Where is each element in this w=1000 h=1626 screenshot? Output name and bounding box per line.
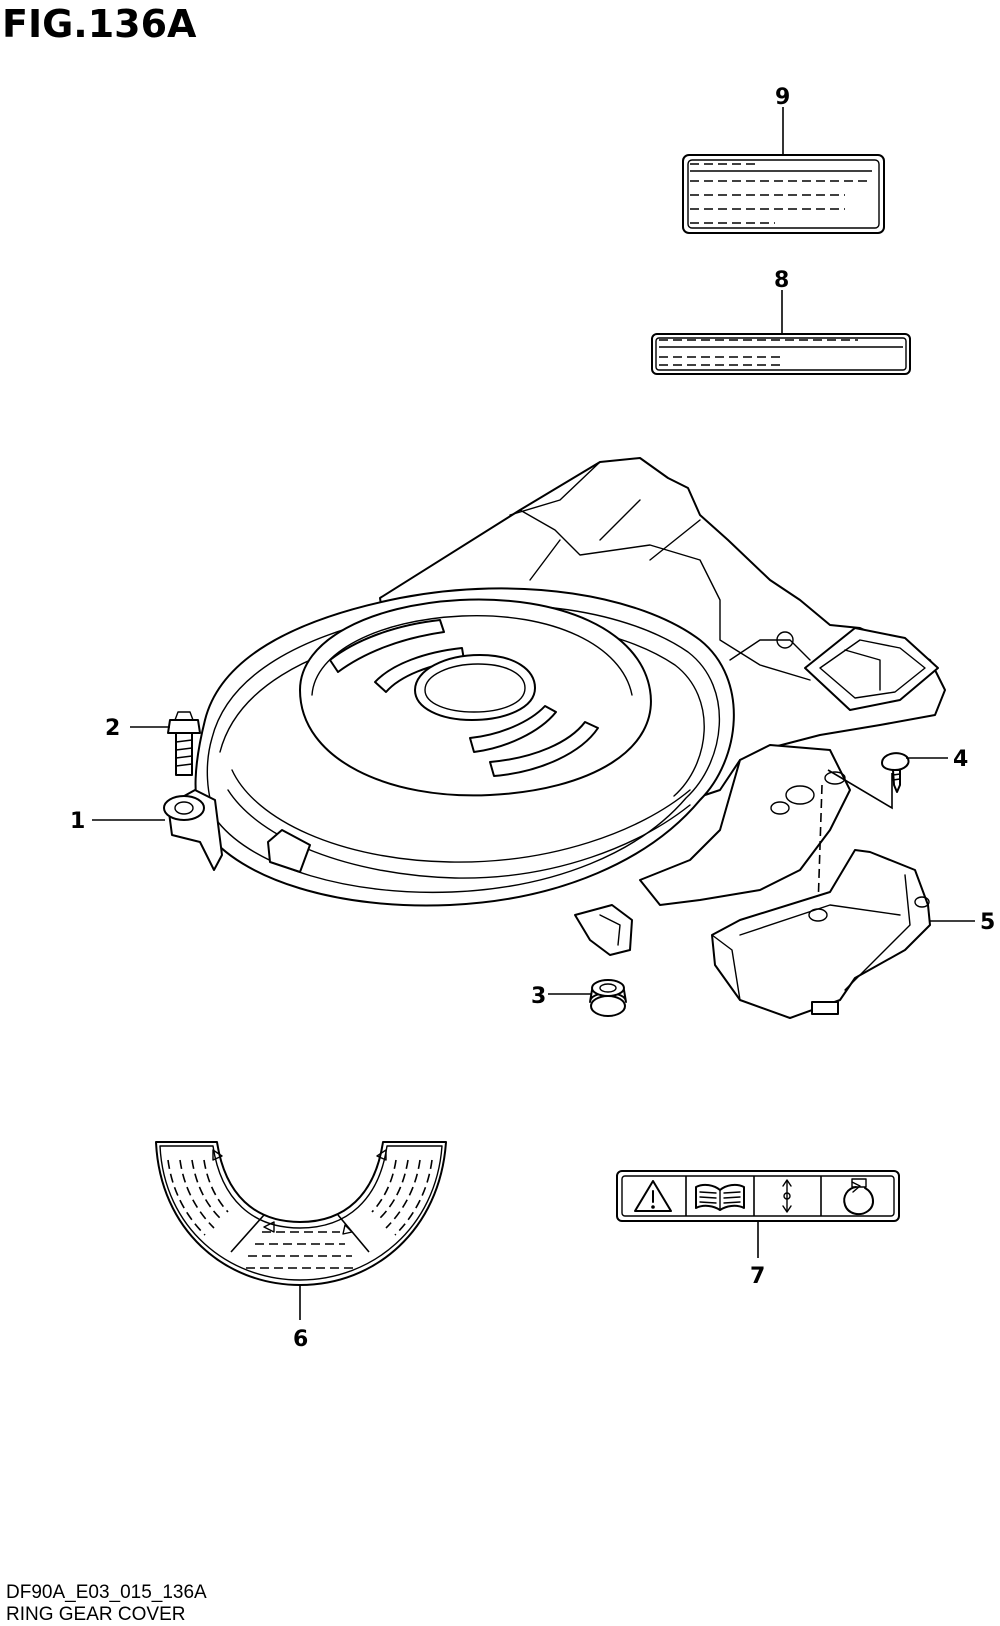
- callout-1: 1: [70, 809, 85, 834]
- callout-3: 3: [531, 984, 546, 1009]
- grommet: [589, 979, 627, 1017]
- screw: [881, 752, 910, 793]
- callout-2: 2: [105, 716, 120, 741]
- warning-triangle-icon: [634, 1180, 672, 1212]
- rotation-arrow-icon: [843, 1178, 874, 1216]
- bolt: [167, 711, 201, 776]
- figure-subtitle: RING GEAR COVER: [6, 1604, 186, 1625]
- drawing-code: DF90A_E03_015_136A: [6, 1582, 207, 1603]
- caution-label-half-ring: [155, 1141, 447, 1286]
- callout-9: 9: [775, 85, 790, 110]
- manual-book-icon: [695, 1183, 745, 1211]
- callout-6: 6: [293, 1327, 308, 1352]
- callout-5: 5: [980, 910, 995, 935]
- ring-gear-cover: [163, 457, 946, 956]
- pictogram-label: [616, 1170, 900, 1222]
- callout-8: 8: [774, 268, 789, 293]
- cover-plate: [711, 849, 931, 1019]
- figure-title: FIG.136A: [2, 2, 197, 46]
- label-8-sticker: [651, 333, 911, 375]
- callout-7: 7: [750, 1264, 765, 1289]
- label-9-sticker: [682, 154, 885, 234]
- up-down-arrow-icon: [782, 1179, 792, 1213]
- callout-4: 4: [953, 747, 968, 772]
